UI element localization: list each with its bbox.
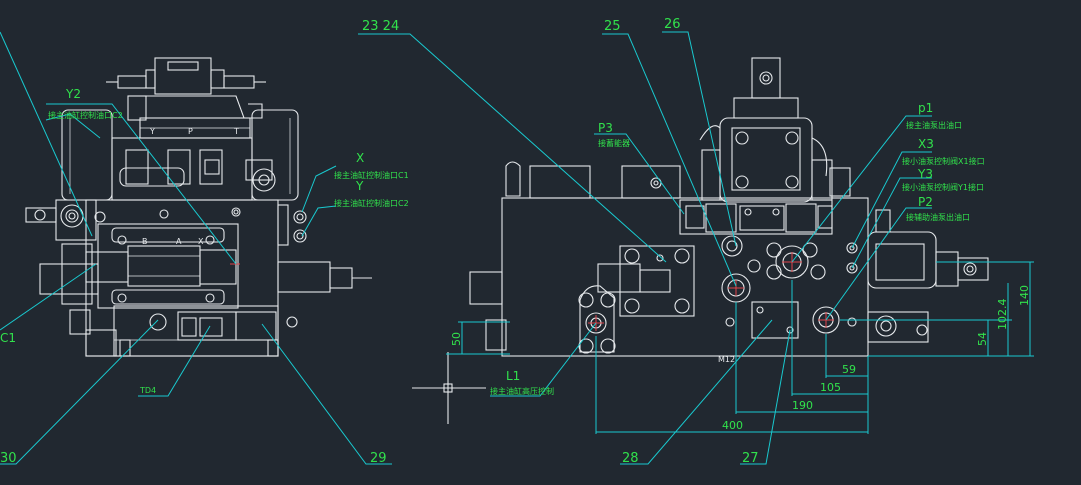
marking-x: X	[198, 237, 204, 246]
callout-25: 25	[604, 19, 621, 34]
label-x-left: X	[356, 151, 364, 165]
note-p2: 接辅助油泵出油口	[906, 212, 970, 222]
label-x3: X3	[918, 137, 934, 151]
dimension-lines	[446, 261, 1034, 434]
marking-y: Y	[149, 127, 155, 136]
note-c1: 接主油缸控制油口C1	[334, 170, 409, 180]
callout-30: 30	[0, 451, 17, 466]
dim-400: 400	[722, 419, 743, 432]
dim-105: 105	[820, 381, 841, 394]
dimension-values: 59 105 190 400 50 54 102.4 140	[450, 285, 1031, 432]
note-y3: 接小油泵控制阀Y1接口	[902, 182, 984, 192]
label-y2: Y2	[65, 87, 81, 101]
dim-54: 54	[976, 332, 989, 346]
callout-29: 29	[370, 451, 387, 466]
note-l1: 接主油缸高压控制	[490, 386, 554, 396]
valve-markings: Y P T B A X M12	[142, 127, 735, 364]
dim-140: 140	[1018, 285, 1031, 306]
marking-a: A	[176, 237, 182, 246]
callout-28: 28	[622, 451, 639, 466]
note-p1: 接主油泵出油口	[906, 120, 962, 130]
port-labels: Y2 接主油缸控制油口C2 X 接主油缸控制油口C1 Y 接主油缸控制油口C2 …	[0, 87, 985, 396]
label-c1-edge: C1	[0, 331, 16, 345]
callout-26: 26	[664, 17, 681, 32]
marking-t: T	[233, 127, 239, 136]
right-valve-assembly	[469, 57, 989, 357]
plate-text: M12	[718, 355, 735, 364]
dim-190: 190	[792, 399, 813, 412]
dim-50: 50	[450, 332, 463, 346]
note-c2-right: 接主油缸控制油口C2	[334, 198, 409, 208]
dim-102-4: 102.4	[996, 299, 1009, 331]
callout-27: 27	[742, 451, 759, 466]
dim-59: 59	[842, 363, 856, 376]
leader-lines	[0, 31, 932, 465]
marking-b: B	[142, 237, 148, 246]
origin-crosshair	[412, 352, 486, 424]
note-c2: 接主油缸控制油口C2	[48, 110, 123, 120]
label-p1: p1	[918, 101, 933, 115]
label-p2: P2	[918, 195, 933, 209]
label-y3: Y3	[917, 167, 933, 181]
callout-23-24: 23 24	[362, 19, 399, 34]
note-x3: 接小油泵控制阀X1接口	[902, 156, 985, 166]
callout-numbers: 30 29 28 27 25 26 23 24	[0, 17, 759, 466]
label-p3: P3	[598, 121, 613, 135]
label-y-left: Y	[355, 179, 364, 193]
label-l1: L1	[506, 369, 520, 383]
left-valve-assembly	[25, 57, 372, 357]
label-td4: TD4	[139, 386, 156, 395]
note-p3: 接蓄能器	[598, 138, 630, 148]
marking-p: P	[188, 127, 193, 136]
